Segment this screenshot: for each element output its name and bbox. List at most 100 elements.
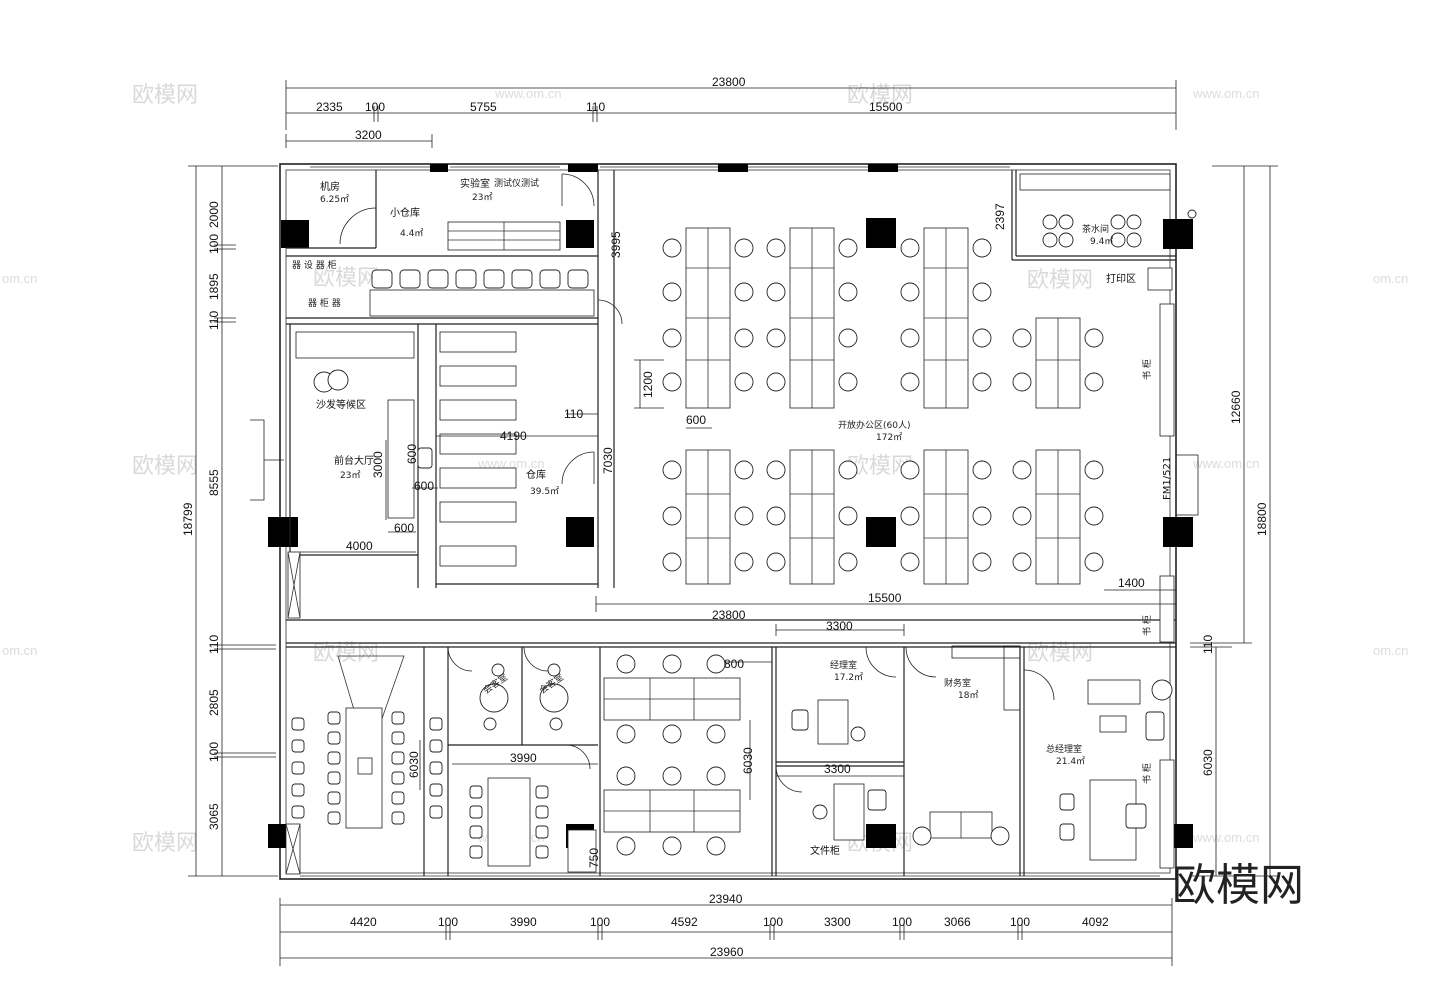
room-finance-area: 18㎡ bbox=[958, 690, 978, 701]
dim-top-total: 23800 bbox=[712, 75, 746, 89]
watermark-brand: 欧模网 bbox=[1027, 268, 1093, 293]
dim-bottom-seg: 4092 bbox=[1082, 915, 1109, 929]
right-dimensions bbox=[1190, 165, 1278, 877]
furniture bbox=[285, 173, 1197, 875]
dim-top-seg: 100 bbox=[365, 100, 385, 114]
dim-top-seg: 15500 bbox=[869, 100, 903, 114]
shelf-label: FM1/521 bbox=[1162, 457, 1173, 500]
dim-left-seg: 2805 bbox=[207, 689, 221, 716]
cabinet-label: 书 柜 bbox=[1141, 615, 1153, 636]
dim-left-seg: 100 bbox=[207, 742, 221, 762]
dim-int: 4190 bbox=[500, 429, 527, 443]
dim-int: 6030 bbox=[407, 751, 421, 778]
bottom-dimensions bbox=[279, 898, 1173, 966]
dim-bottom-total: 23960 bbox=[710, 945, 744, 959]
interior-dimension-lines bbox=[300, 359, 1176, 870]
dim-top-seg: 5755 bbox=[470, 100, 497, 114]
dim-bottom-seg: 4592 bbox=[671, 915, 698, 929]
dim-int: 4000 bbox=[346, 539, 373, 553]
room-small-storage-area: 4.4㎡ bbox=[400, 228, 423, 239]
room-lab-area: 23㎡ bbox=[472, 192, 492, 203]
dim-int: 600 bbox=[405, 444, 419, 464]
left-dimensions bbox=[188, 165, 278, 877]
dim-bottom-seg: 3990 bbox=[510, 915, 537, 929]
dim-right-total: 18800 bbox=[1255, 502, 1269, 536]
dim-int: 3000 bbox=[371, 451, 385, 478]
workstation-block bbox=[662, 227, 754, 409]
cabinet-label: 书 柜 bbox=[1141, 359, 1153, 380]
doors bbox=[250, 173, 1199, 793]
dim-int: 600 bbox=[686, 413, 706, 427]
dim-left-seg: 3065 bbox=[207, 803, 221, 830]
dim-int: 7030 bbox=[601, 447, 615, 474]
dim-int: 6030 bbox=[741, 747, 755, 774]
watermark-url: www.om.cn bbox=[1192, 86, 1259, 101]
watermark-url: om.cn bbox=[1373, 643, 1408, 658]
watermark-url: www.om.cn bbox=[477, 456, 544, 471]
room-manager-name: 经理室 bbox=[830, 659, 857, 671]
room-lab-name: 实验室 bbox=[460, 177, 490, 190]
dim-int: 3990 bbox=[510, 751, 537, 765]
watermark-brand: 欧模网 bbox=[313, 266, 379, 291]
dim-bottom-seg: 100 bbox=[590, 915, 610, 929]
workstation-block bbox=[766, 227, 858, 409]
dim-int: 750 bbox=[587, 848, 601, 868]
dim-bottom-upper: 23940 bbox=[709, 892, 743, 906]
watermark-layer: 欧模网 www.om.cn 欧模网 www.om.cn om.cn 欧模网 欧模… bbox=[2, 83, 1408, 911]
room-finance-name: 财务室 bbox=[944, 677, 971, 689]
workstation-block bbox=[662, 449, 754, 585]
dim-top-sub: 3200 bbox=[355, 128, 382, 142]
watermark-url: om.cn bbox=[2, 643, 37, 658]
workstation-block bbox=[1012, 449, 1104, 585]
dim-bottom-seg: 100 bbox=[892, 915, 912, 929]
dim-bottom-seg: 3300 bbox=[824, 915, 851, 929]
dim-left-seg: 110 bbox=[207, 311, 221, 330]
workstation-block bbox=[1012, 317, 1104, 409]
watermark-brand: 欧模网 bbox=[132, 454, 198, 479]
room-corridor-a: 器 设 器 柜 bbox=[292, 259, 337, 271]
dim-int: 600 bbox=[414, 479, 434, 493]
dim-int: 3300 bbox=[826, 619, 853, 633]
room-small-storage-name: 小仓库 bbox=[390, 206, 420, 219]
room-server-name: 机房 bbox=[320, 180, 340, 193]
interior-walls bbox=[286, 170, 1176, 876]
room-sofa: 沙发等候区 bbox=[316, 398, 366, 411]
room-reception-area: 23㎡ bbox=[340, 470, 360, 481]
watermark-brand: 欧模网 bbox=[1027, 641, 1093, 666]
dim-left-seg: 110 bbox=[207, 635, 221, 654]
brand-logo-text: 欧模网 bbox=[1172, 860, 1304, 911]
dim-int: 110 bbox=[564, 407, 583, 421]
dim-int: 1400 bbox=[1118, 576, 1145, 590]
conference-chairs bbox=[291, 711, 443, 825]
dim-left-total: 18799 bbox=[181, 502, 195, 536]
dim-int: 3300 bbox=[824, 762, 851, 776]
watermark-url: www.om.cn bbox=[1192, 456, 1259, 471]
workstation-block bbox=[900, 449, 992, 585]
room-tea-name: 茶水间 bbox=[1082, 223, 1109, 235]
dim-left-seg: 1895 bbox=[207, 273, 221, 300]
room-general-manager-area: 21.4㎡ bbox=[1056, 756, 1085, 767]
dim-int: 2397 bbox=[993, 203, 1007, 230]
dim-bottom-seg: 4420 bbox=[350, 915, 377, 929]
room-lab-note: 测试仪测试 bbox=[494, 177, 539, 189]
watermark-url: www.om.cn bbox=[1192, 830, 1259, 845]
dim-bottom-seg: 100 bbox=[438, 915, 458, 929]
room-tea-area: 9.4㎡ bbox=[1090, 236, 1113, 247]
top-dimensions bbox=[285, 80, 1177, 148]
dim-left-seg: 8555 bbox=[207, 469, 221, 496]
dim-right-seg: 110 bbox=[1201, 635, 1215, 654]
dim-right-seg: 12660 bbox=[1229, 390, 1243, 424]
watermark-url: om.cn bbox=[2, 271, 37, 286]
watermark-url: www.om.cn bbox=[494, 86, 561, 101]
dim-top-seg: 110 bbox=[586, 100, 605, 114]
room-open-office-name: 开放办公区(60人) bbox=[838, 419, 910, 431]
cabinet-label: 书 柜 bbox=[1141, 763, 1153, 784]
dim-int: 1200 bbox=[641, 371, 655, 398]
dim-left-seg: 100 bbox=[207, 234, 221, 254]
watermark-url: om.cn bbox=[1373, 271, 1408, 286]
room-warehouse-name: 仓库 bbox=[526, 468, 546, 481]
dim-top-seg: 2335 bbox=[316, 100, 343, 114]
room-server-area: 6.25㎡ bbox=[320, 194, 349, 205]
dim-bottom-seg: 100 bbox=[1010, 915, 1030, 929]
